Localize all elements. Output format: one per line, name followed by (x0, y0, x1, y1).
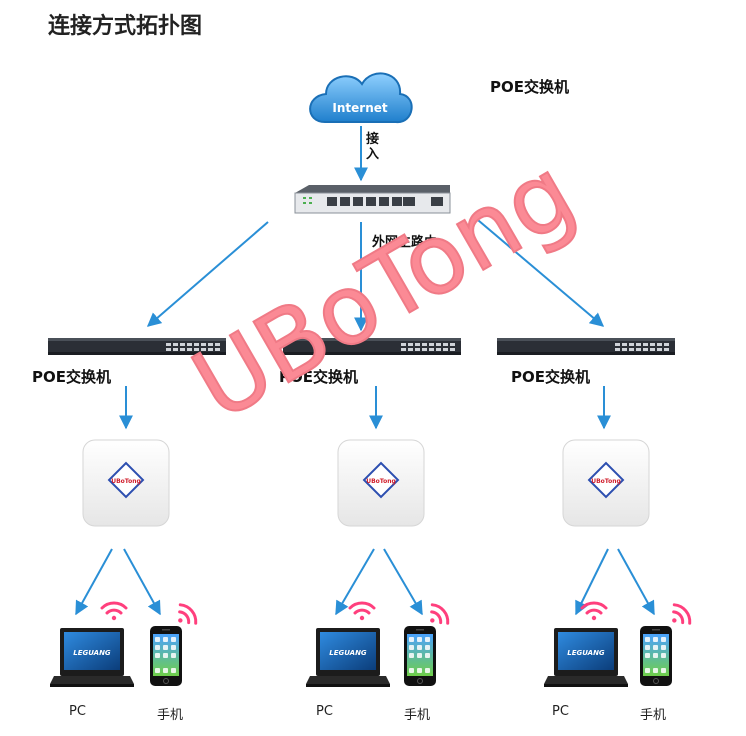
wifi-icon (348, 601, 376, 622)
laptop-3-icon (544, 628, 628, 687)
poe-switch-2-label: POE交换机 (279, 368, 358, 386)
phone-label-3: 手机 (640, 708, 667, 723)
main-router-label: 外网主路由 (372, 235, 438, 250)
phone-3-icon (639, 625, 673, 687)
pc-label-3: PC (552, 704, 569, 719)
pc-label-1: PC (69, 704, 86, 719)
internet-cloud-icon: Internet (309, 72, 413, 124)
phone-label-2: 手机 (404, 708, 431, 723)
main-router-icon (294, 185, 451, 214)
wifi-icon (580, 601, 608, 622)
access-label: 接入 (366, 132, 380, 162)
phone-label-1: 手机 (157, 708, 184, 723)
pc-label-2: PC (316, 704, 333, 719)
poe-switch-3-label: POE交换机 (511, 368, 590, 386)
arrow-router-to-switch-1 (146, 221, 269, 327)
access-point-3-icon (562, 439, 650, 527)
poe-switch-1-label: POE交换机 (32, 368, 111, 386)
cloud-label: Internet (332, 101, 387, 115)
laptop-2-icon (306, 628, 390, 687)
ap-device-arrows (75, 548, 655, 616)
diagram-title: 连接方式拓扑图 (48, 14, 203, 39)
access-point-2-icon (337, 439, 425, 527)
wifi-icon (100, 601, 128, 622)
poe-switch-3-icon (497, 338, 675, 355)
phone-2-icon (403, 625, 437, 687)
arrow-router-to-switch-3 (471, 214, 605, 327)
access-point-1-icon (82, 439, 170, 527)
poe-top-label: POE交换机 (490, 78, 569, 96)
laptop-1-icon (50, 628, 134, 687)
phone-1-icon (149, 625, 183, 687)
